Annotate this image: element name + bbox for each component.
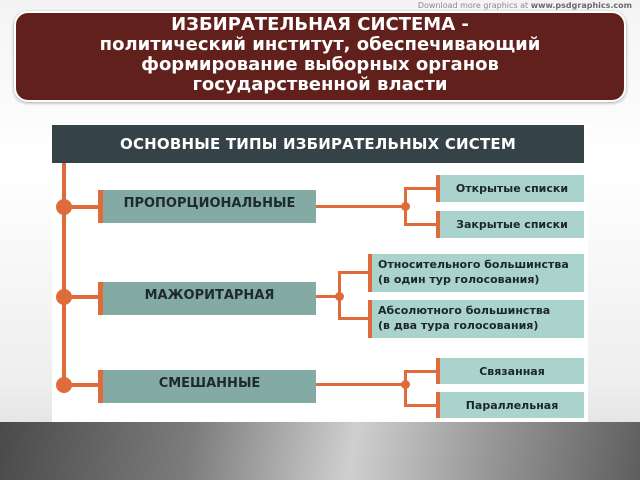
- connector-trunk-proportional: [64, 205, 98, 209]
- connector-closed-lists: [404, 223, 436, 226]
- type-proportional: ПРОПОРЦИОНАЛЬНЫЕ: [98, 190, 316, 223]
- banner-title: ИЗБИРАТЕЛЬНАЯ СИСТЕМА -: [171, 14, 469, 35]
- subtype-relative-majority-name: Относительного большинства: [378, 258, 569, 271]
- connector-trunk-majoritarian: [64, 295, 98, 299]
- banner-definition-line-3: государственной власти: [192, 74, 448, 95]
- connector-open-lists: [404, 187, 436, 190]
- subtype-relative-majority: Относительного большинства (в один тур г…: [368, 254, 584, 292]
- connector-linked: [404, 370, 436, 373]
- banner-definition-line-1: политический институт, обеспечивающий: [99, 34, 541, 55]
- subtype-closed-lists: Закрытые списки: [436, 211, 584, 238]
- title-banner: ИЗБИРАТЕЛЬНАЯ СИСТЕМА - политический инс…: [14, 11, 626, 102]
- watermark: Download more graphics at www.psdgraphic…: [418, 0, 632, 12]
- trunk-connector: [62, 163, 66, 385]
- connector-relative-majority: [338, 271, 368, 274]
- connector-proportional-branch: [316, 205, 406, 208]
- connector-trunk-mixed: [64, 383, 98, 387]
- banner-definition-line-2: формирование выборных органов: [141, 54, 499, 75]
- subtype-absolute-majority: Абсолютного большинства (в два тура голо…: [368, 300, 584, 338]
- subtype-absolute-majority-rounds: (в два тура голосования): [378, 319, 539, 332]
- connector-absolute-majority: [338, 317, 368, 320]
- connector-mixed-split: [404, 370, 407, 406]
- subtype-relative-majority-rounds: (в один тур голосования): [378, 273, 540, 286]
- connector-proportional-split: [404, 187, 407, 225]
- connector-mixed-branch: [316, 383, 406, 386]
- connector-majoritarian-split: [338, 271, 341, 319]
- subtype-absolute-majority-name: Абсолютного большинства: [378, 304, 551, 317]
- type-majoritarian: МАЖОРИТАРНАЯ: [98, 282, 316, 315]
- type-mixed: СМЕШАННЫЕ: [98, 370, 316, 403]
- subtype-open-lists: Открытые списки: [436, 175, 584, 202]
- connector-parallel: [404, 404, 436, 407]
- watermark-prefix: Download more graphics at: [417, 1, 529, 10]
- diagram-header: ОСНОВНЫЕ ТИПЫ ИЗБИРАТЕЛЬНЫХ СИСТЕМ: [52, 125, 584, 163]
- subtype-parallel: Параллельная: [436, 392, 584, 418]
- background-band: [0, 422, 640, 480]
- subtype-linked: Связанная: [436, 358, 584, 384]
- watermark-site: www.psdgraphics.com: [530, 1, 632, 10]
- connector-majoritarian-branch: [316, 295, 340, 298]
